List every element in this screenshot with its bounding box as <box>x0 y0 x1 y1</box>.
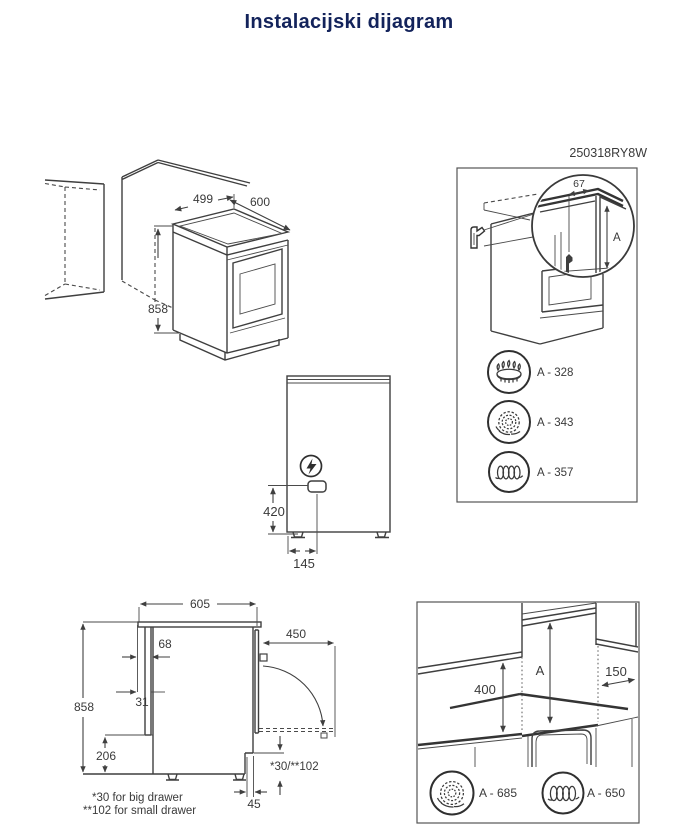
terminal-box <box>307 480 327 493</box>
niche-dimensions-diagram: 499 600 858 <box>44 159 291 361</box>
detail-circle-outline <box>531 174 635 278</box>
dimension-top-depth: 605 <box>138 597 258 626</box>
model-code: 250318RY8W <box>569 146 647 160</box>
dimension-rear-panel-offset: 31 <box>116 689 165 709</box>
cabinet-clearance-value: 400 <box>474 682 496 697</box>
rear-connection-diagram: 420 145 <box>263 375 391 571</box>
tall-cabinet <box>121 159 251 309</box>
dimension-connection-offset: 145 <box>287 494 318 571</box>
left-cabinet <box>44 179 105 300</box>
cooker-rear-view <box>286 375 391 539</box>
cooker-height-value: 858 <box>148 302 168 316</box>
diagram-frame <box>416 601 640 824</box>
connection-height-value: 420 <box>263 504 285 519</box>
side-view-diagram: 605 858 68 31 206 450 <box>74 597 336 817</box>
radiant-hob-icon <box>487 400 531 444</box>
footnote-big-drawer: *30 for big drawer <box>92 792 183 804</box>
hob-clearance-diagram: 400 A 150 A - 685 A - 650 <box>416 601 640 824</box>
dimension-rear-lower-height: 206 <box>96 734 153 773</box>
electrical-connection-icon <box>299 454 323 478</box>
connection-offset-value: 145 <box>293 556 315 571</box>
hood-clearance-label: A <box>536 663 545 678</box>
plinth-recess-value: 45 <box>247 797 261 811</box>
cooker-depth-value: 600 <box>250 195 270 209</box>
drawer-note-value: *30/**102 <box>270 761 319 773</box>
rear-offset-value: 68 <box>158 637 172 651</box>
dimension-cooker-height: 858 <box>148 225 180 334</box>
radiant-hob-height: A - 343 <box>537 417 573 429</box>
anti-tip-bracket-icon <box>470 213 535 249</box>
dimension-bracket-height: A <box>604 205 621 269</box>
dimension-side-clearance: 150 <box>601 664 635 688</box>
rear-panel-offset-value: 31 <box>135 695 149 709</box>
cooker-isometric <box>170 208 291 361</box>
dimension-drawer-note: *30/**102 <box>253 736 319 795</box>
bracket-height-label: A <box>613 232 621 244</box>
bracket-detail-diagram: 250318RY8W 67 <box>456 146 647 503</box>
open-door-depth-value: 450 <box>286 627 306 641</box>
dimension-height: 858 <box>74 621 138 773</box>
dimension-plinth-recess: 45 <box>234 756 267 811</box>
induction-hob-icon <box>541 771 585 815</box>
induction-hob-height: A - 357 <box>537 467 573 479</box>
radiant-hob-icon <box>429 770 475 816</box>
dimension-niche-width: 499 <box>174 192 235 212</box>
dimension-open-door-depth: 450 <box>263 627 336 737</box>
dimension-connection-height: 420 <box>263 485 308 535</box>
bracket-offset-value: 67 <box>573 178 585 190</box>
page-title: Instalacijski dijagram <box>244 11 454 33</box>
kitchen-scene <box>417 602 639 767</box>
top-depth-value: 605 <box>190 597 210 611</box>
rear-lower-height-value: 206 <box>96 749 116 763</box>
dimension-rear-offset: 68 <box>122 625 172 692</box>
induction-hob-icon <box>488 451 530 493</box>
radiant-clearance: A - 685 <box>479 786 517 800</box>
dimension-cabinet-clearance: 400 <box>474 662 506 733</box>
dimension-hood-clearance: A <box>536 622 553 724</box>
dimension-bracket-offset: 67 <box>568 178 590 252</box>
footnote-small-drawer: **102 for small drawer <box>83 805 196 817</box>
dimension-cooker-depth: 600 <box>229 195 291 231</box>
side-clearance-value: 150 <box>605 664 627 679</box>
gas-hob-height: A - 328 <box>537 367 573 379</box>
niche-width-value: 499 <box>193 192 213 206</box>
gas-burner-icon <box>487 350 531 394</box>
height-value: 858 <box>74 700 94 714</box>
diagram-frame <box>456 167 638 503</box>
open-door <box>259 665 335 739</box>
induction-clearance: A - 650 <box>587 786 625 800</box>
